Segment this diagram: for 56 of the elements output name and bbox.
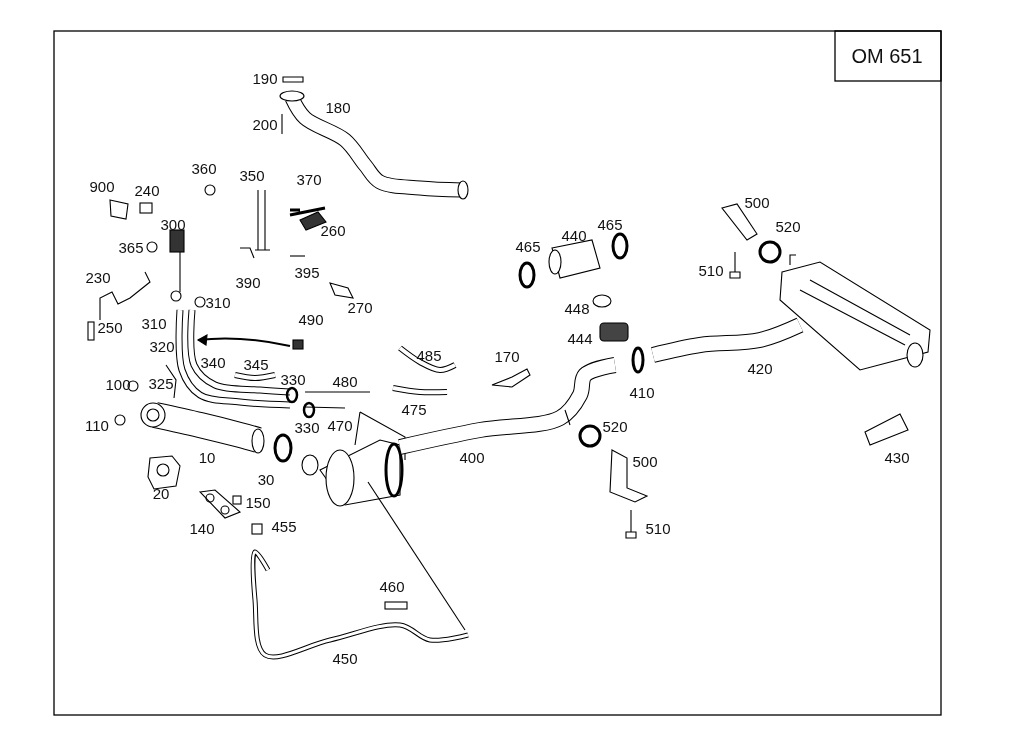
callout-number: 190 <box>252 70 278 86</box>
callout-number: 325 <box>148 375 174 391</box>
callout-number: 490 <box>298 311 324 327</box>
callout-number: 350 <box>239 167 265 183</box>
callout-number: 360 <box>191 160 217 176</box>
callout-number: 455 <box>271 518 297 534</box>
callout-number: 470 <box>327 417 353 433</box>
callout-number: 485 <box>416 347 442 363</box>
callout-number: 480 <box>332 373 358 389</box>
callout-number: 395 <box>294 264 320 280</box>
callout-number: 430 <box>884 449 910 465</box>
callout-number: 460 <box>379 578 405 594</box>
callout-number: 240 <box>134 182 160 198</box>
callout-number: 420 <box>747 360 773 376</box>
callout-number: 500 <box>632 453 658 469</box>
callout-number: 450 <box>332 650 358 666</box>
callout-number: 300 <box>160 216 186 232</box>
callout-number: 30 <box>257 471 275 487</box>
callout-number: 465 <box>515 238 541 254</box>
engine-code: OM 651 <box>851 46 923 66</box>
callout-number: 330 <box>294 419 320 435</box>
callout-number: 100 <box>105 376 131 392</box>
callout-number: 200 <box>252 116 278 132</box>
callout-number: 150 <box>245 494 271 510</box>
callout-number: 465 <box>597 216 623 232</box>
callout-number: 520 <box>775 218 801 234</box>
callout-number: 230 <box>85 269 111 285</box>
callout-number: 390 <box>235 274 261 290</box>
callout-number: 365 <box>118 239 144 255</box>
callout-number: 448 <box>564 300 590 316</box>
callout-number: 400 <box>459 449 485 465</box>
callout-number: 170 <box>494 348 520 364</box>
callout-number: 370 <box>296 171 322 187</box>
callout-number: 180 <box>325 99 351 115</box>
callout-number: 510 <box>645 520 671 536</box>
callout-number: 510 <box>698 262 724 278</box>
callout-number: 310 <box>205 294 231 310</box>
callout-number: 140 <box>189 520 215 536</box>
callout-number: 900 <box>89 178 115 194</box>
callout-number: 340 <box>200 354 226 370</box>
callout-number: 444 <box>567 330 593 346</box>
callout-number: 110 <box>85 417 109 433</box>
callout-number: 440 <box>561 227 587 243</box>
callout-number: 500 <box>744 194 770 210</box>
callout-number: 320 <box>149 338 175 354</box>
callout-number: 520 <box>602 418 628 434</box>
callout-number: 250 <box>97 319 123 335</box>
callout-number: 345 <box>243 356 269 372</box>
callout-number: 475 <box>401 401 427 417</box>
callout-number: 310 <box>141 315 167 331</box>
callout-number: 270 <box>347 299 373 315</box>
callout-number: 10 <box>198 449 216 465</box>
callout-number: 20 <box>152 485 170 501</box>
callout-number: 410 <box>629 384 655 400</box>
callout-number: 260 <box>320 222 346 238</box>
callout-number: 330 <box>280 371 306 387</box>
